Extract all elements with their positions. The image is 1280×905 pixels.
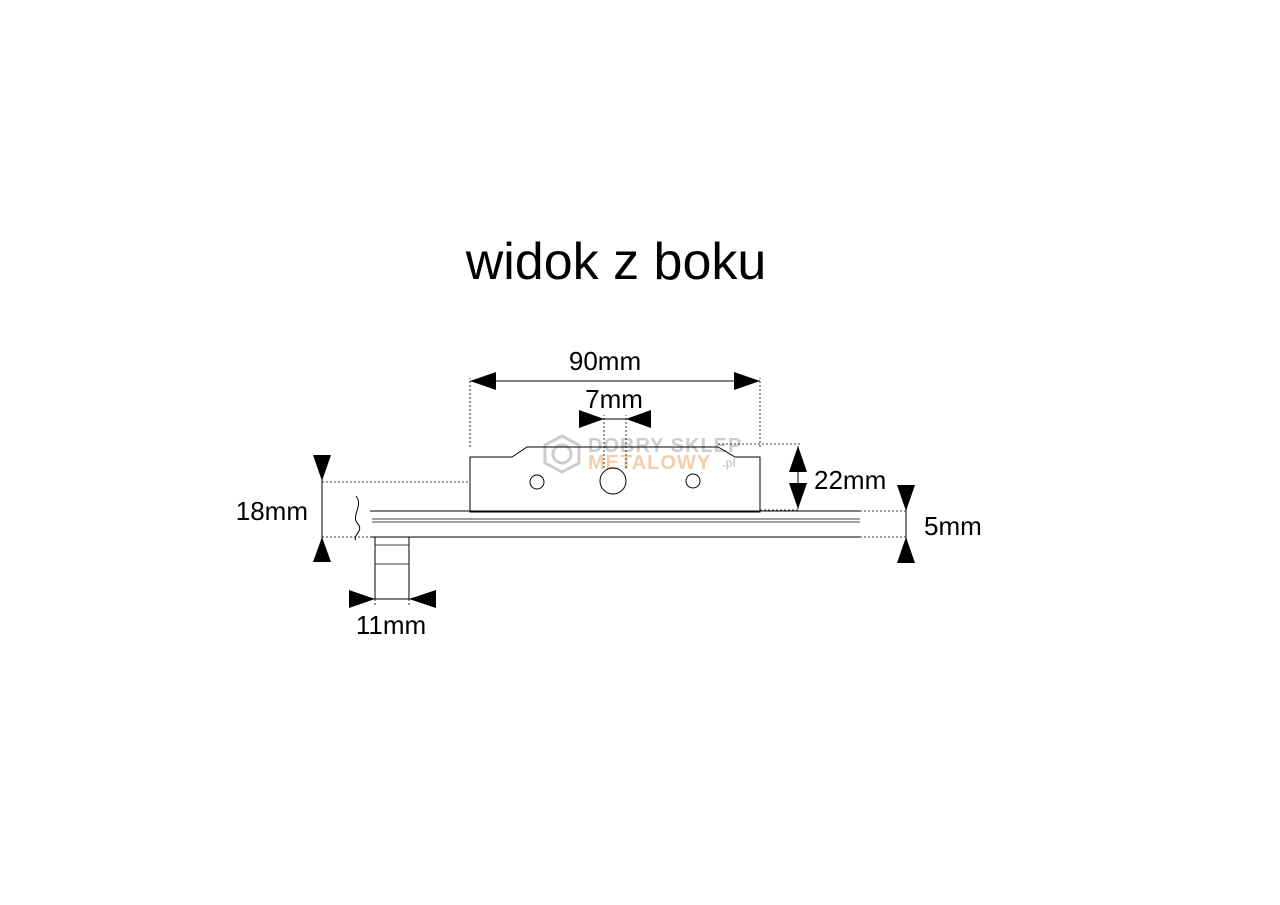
mounting-block: [469, 446, 761, 513]
drawing-title: widok z boku: [465, 233, 767, 291]
watermark-logo: DOBRY SKLEP METALOWY .pl: [543, 434, 741, 474]
dimension-label-90mm: 90mm: [569, 346, 641, 376]
watermark-line2: METALOWY: [588, 452, 711, 474]
spindle-hole: [599, 467, 627, 495]
dimension-label-18mm: 18mm: [236, 496, 308, 526]
dimension-18mm: 18mm: [236, 455, 331, 562]
dimension-11mm: 11mm: [349, 590, 436, 640]
hex-nut-icon: [543, 434, 581, 474]
dimension-label-11mm: 11mm: [356, 610, 426, 640]
watermark-suffix: .pl: [722, 456, 736, 470]
dimension-label-7mm: 7mm: [585, 384, 643, 414]
dimension-label-5mm: 5mm: [924, 511, 982, 541]
dimension-label-22mm: 22mm: [814, 465, 886, 495]
dimension-7mm: 7mm: [579, 384, 651, 428]
break-line: [354, 495, 361, 541]
screw-hole-left: [529, 474, 545, 490]
dimension-22mm: 22mm: [789, 446, 886, 509]
screw-hole-right: [685, 473, 701, 489]
foot-stud: [374, 536, 410, 600]
dimension-90mm: 90mm: [470, 346, 760, 390]
dimension-5mm: 5mm: [897, 485, 982, 563]
flat-bar: [354, 495, 860, 541]
extension-lines: [322, 378, 906, 605]
